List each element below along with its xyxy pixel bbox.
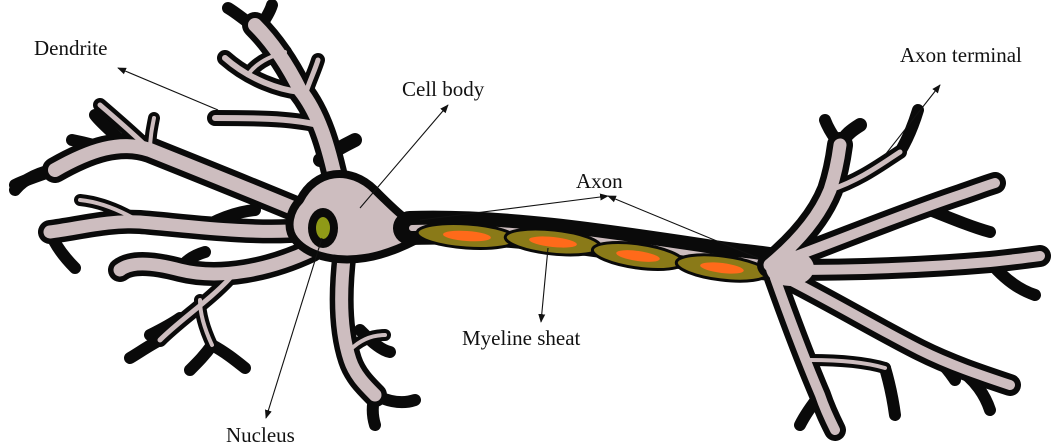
dendrite-arrow [118,68,218,110]
axon-terminal-label: Axon terminal [900,43,1022,67]
nucleus [308,208,338,248]
myeline-sheat-arrow [541,248,548,322]
nucleus-label: Nucleus [226,423,295,447]
axon-label: Axon [576,169,623,193]
dendrite-label: Dendrite [34,36,107,60]
myeline-sheat-label: Myeline sheat [462,326,581,350]
cell-body-arrow [360,105,448,208]
axon-terminal-arrow [885,85,940,155]
cell-body-label: Cell body [402,77,485,101]
